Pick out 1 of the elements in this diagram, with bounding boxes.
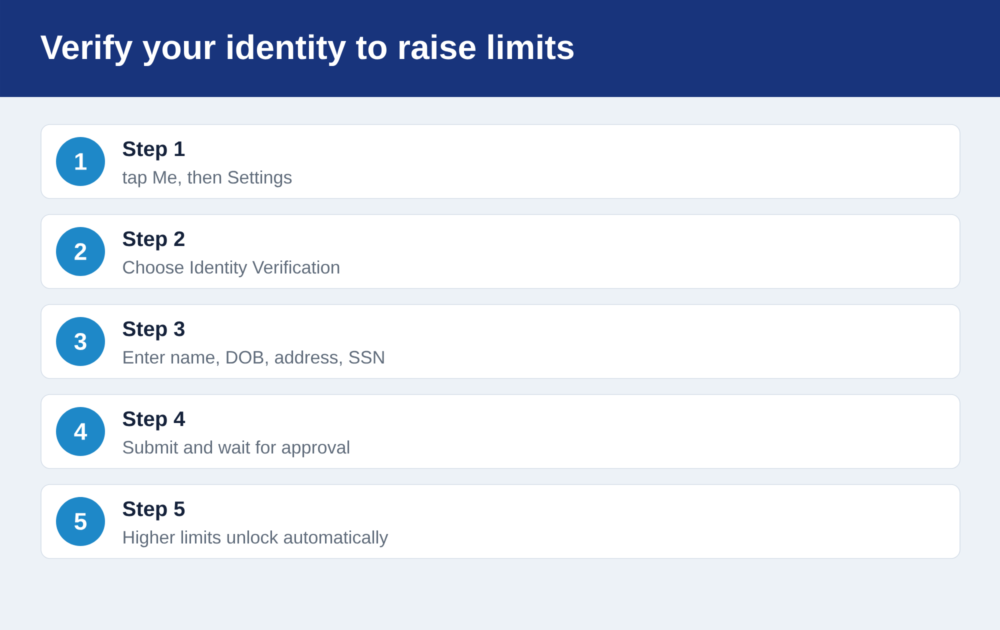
header-banner: Verify your identity to raise limits [0, 0, 1000, 97]
